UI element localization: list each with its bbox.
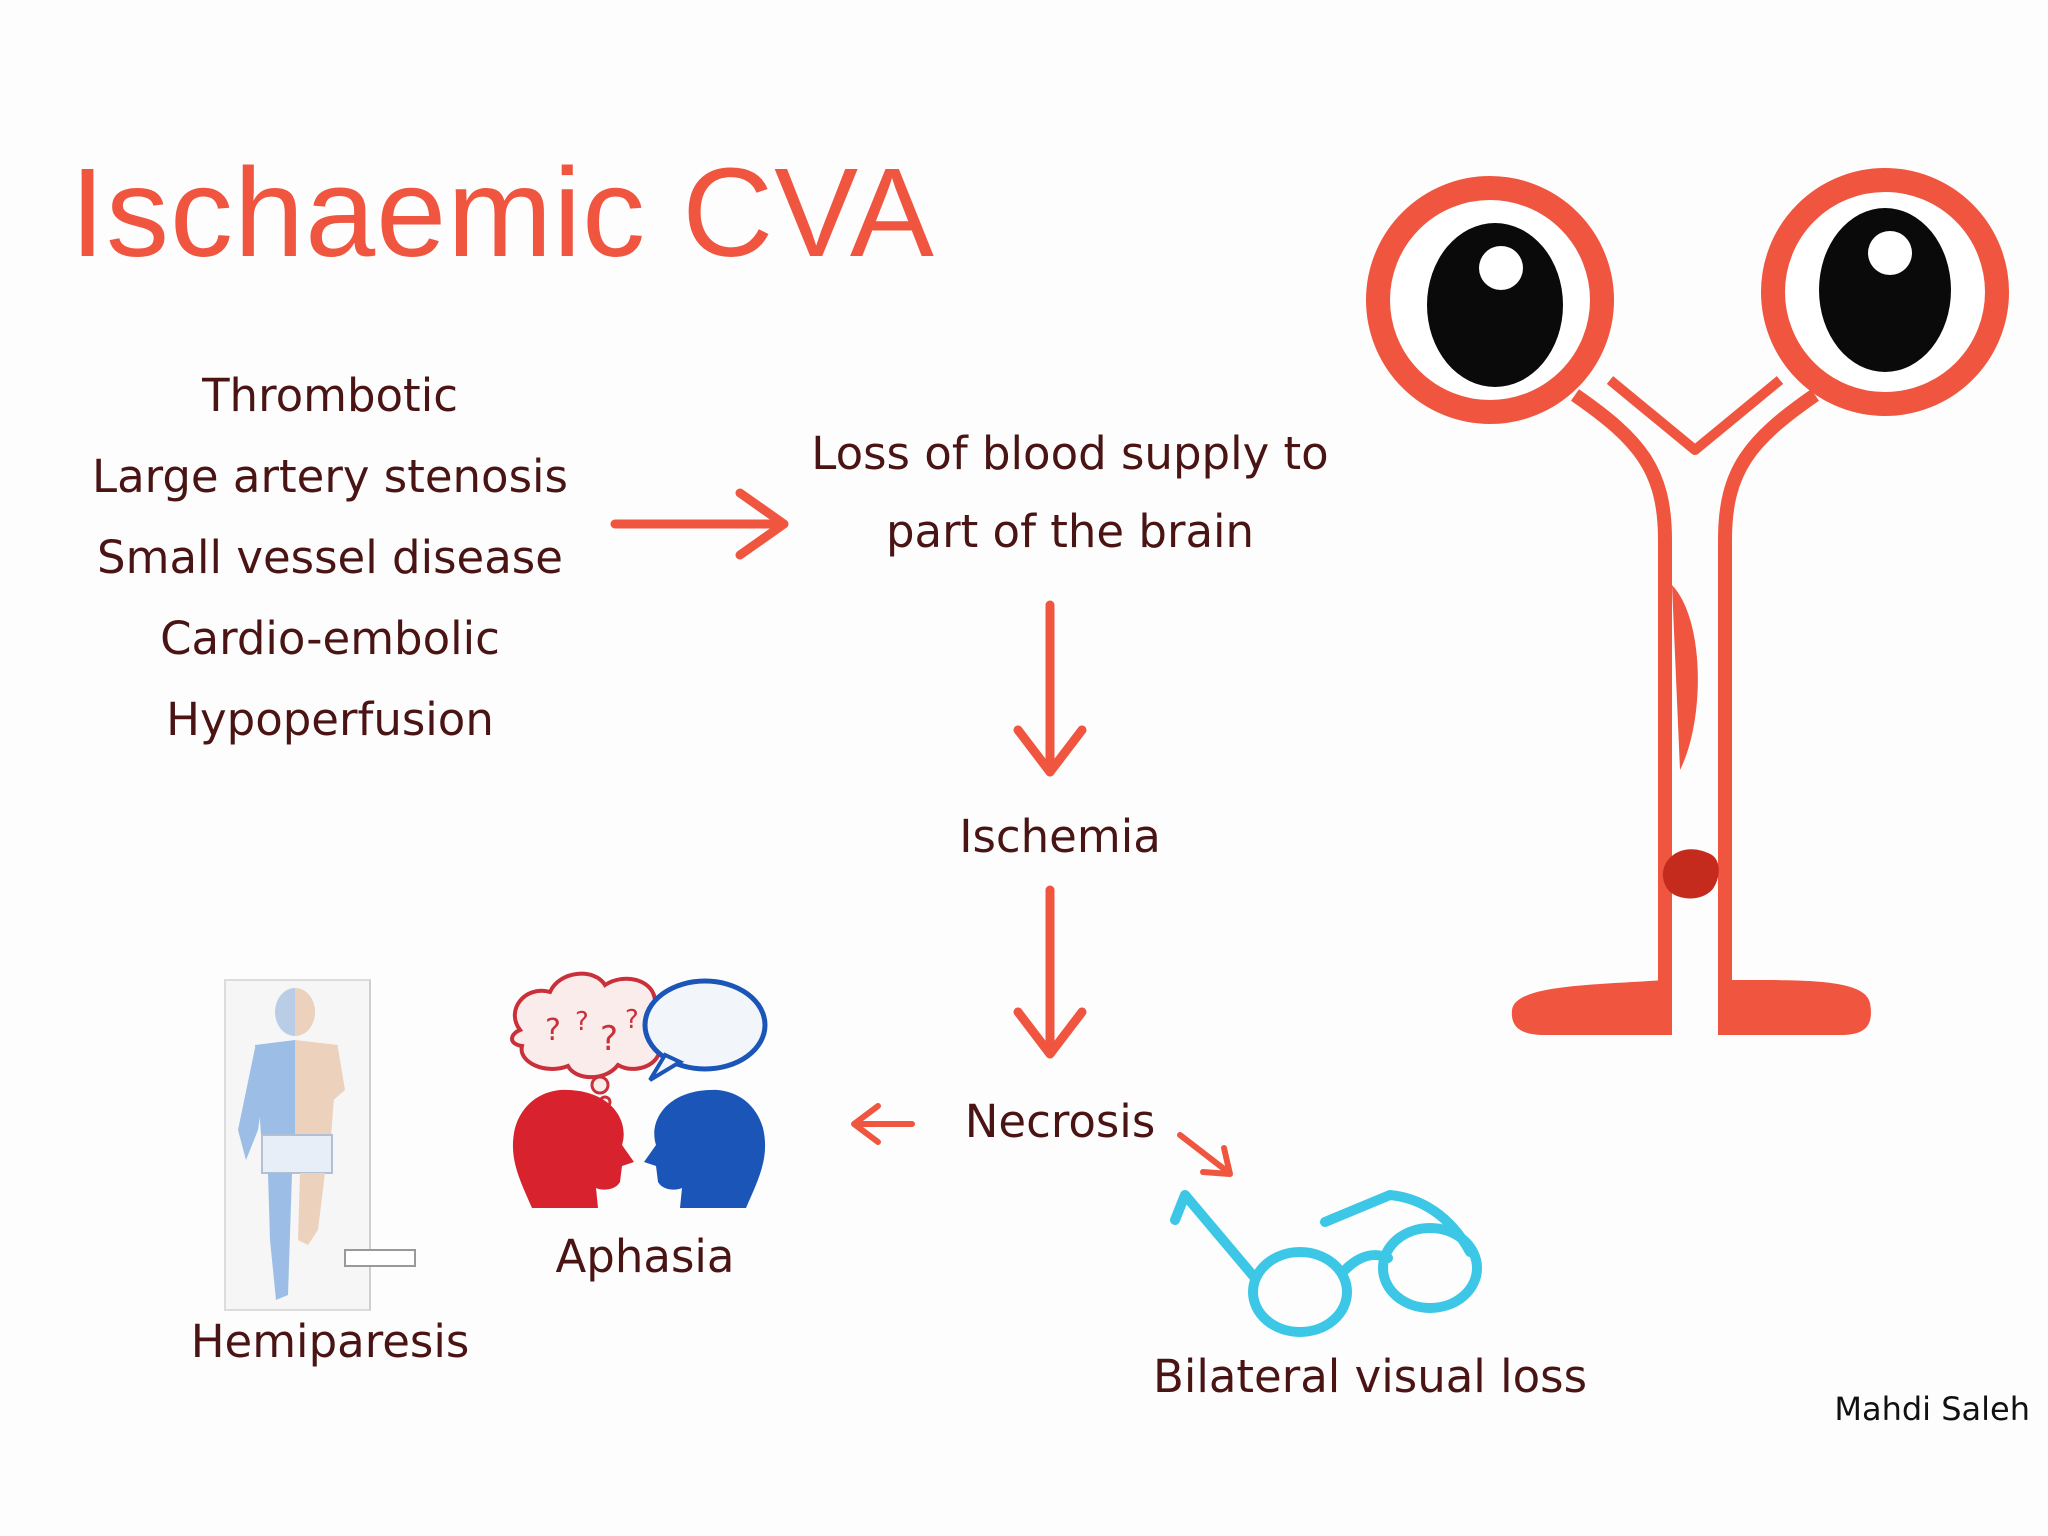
cause-item: Small vessel disease — [97, 531, 563, 584]
loss-line-2: part of the brain — [885, 505, 1255, 558]
arrow-loss-to-ischemia — [1013, 600, 1087, 777]
necrosis-text: Necrosis — [964, 1095, 1156, 1148]
page-title: Ischaemic CVA — [70, 142, 935, 283]
visual-loss-label: Bilateral visual loss — [1152, 1350, 1588, 1403]
svg-text:?: ? — [575, 1007, 589, 1037]
loss-line-1: Loss of blood supply to — [811, 427, 1329, 480]
svg-text:?: ? — [545, 1013, 561, 1048]
hemiparesis-label: Hemiparesis — [190, 1315, 470, 1368]
causes-list: Thrombotic Large artery stenosis Small v… — [70, 355, 590, 760]
arrow-causes-to-loss — [610, 488, 789, 560]
cause-item: Thrombotic — [202, 369, 458, 422]
svg-text:?: ? — [600, 1019, 618, 1059]
svg-text:?: ? — [625, 1005, 639, 1035]
cause-item: Large artery stenosis — [92, 450, 568, 503]
eyes-artery-illustration — [1366, 168, 2009, 1035]
arrow-necrosis-to-visual-loss — [1177, 1132, 1233, 1177]
clot-icon — [1662, 849, 1719, 899]
glasses-icon — [1170, 1190, 1482, 1337]
aphasia-heads-icon: ? ? ? ? — [510, 971, 768, 1208]
ischemia-text: Ischemia — [959, 810, 1161, 863]
hemiparesis-figure-icon — [224, 979, 416, 1311]
cause-item: Hypoperfusion — [166, 693, 494, 746]
loss-of-blood-supply-text: Loss of blood supply to part of the brai… — [780, 415, 1360, 571]
arrow-necrosis-to-aphasia — [851, 1103, 915, 1145]
cause-item: Cardio-embolic — [160, 612, 500, 665]
arrow-ischemia-to-necrosis — [1013, 885, 1087, 1059]
author-credit: Mahdi Saleh — [1834, 1390, 2030, 1428]
aphasia-label: Aphasia — [555, 1230, 735, 1283]
